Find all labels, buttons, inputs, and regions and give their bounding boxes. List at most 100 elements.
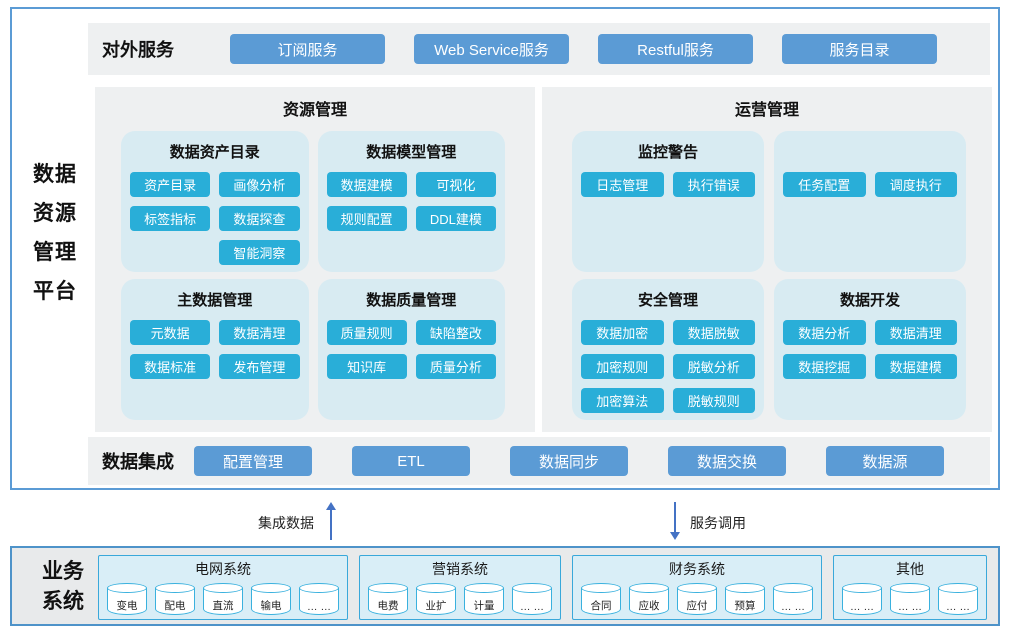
business-systems-list: 电网系统变电配电直流输电… …营销系统电费业扩计量… …财务系统合同应收应付预算… — [98, 555, 987, 620]
platform-title-line: 管理 — [33, 241, 77, 264]
database-cylinder-icon: … … — [842, 583, 882, 615]
database-cylinder-icon: 配电 — [155, 583, 195, 615]
database-label: 计量 — [473, 600, 495, 612]
data-integration-button-0[interactable]: 配置管理 — [194, 446, 312, 476]
resource-card-0-button-0[interactable]: 资产目录 — [130, 172, 211, 197]
operation-card-2-button-2[interactable]: 加密规则 — [581, 354, 664, 379]
resource-management-panel: 资源管理 数据资产目录资产目录画像分析标签指标数据探查智能洞察数据模型管理数据建… — [95, 87, 535, 432]
operation-card-1-button-1[interactable]: 调度执行 — [874, 172, 957, 197]
resource-card-0-button-1[interactable]: 画像分析 — [219, 172, 300, 197]
cylinder-top — [581, 583, 621, 593]
cylinder-top — [107, 583, 147, 593]
cylinder-top — [299, 583, 339, 593]
operation-card-buttons-0: 日志管理执行错误 — [581, 172, 755, 197]
external-services-label: 对外服务 — [102, 40, 174, 60]
operation-card-2-button-0[interactable]: 数据加密 — [581, 320, 664, 345]
operation-card-0: 监控警告日志管理执行错误 — [572, 131, 764, 272]
resource-card-title-1: 数据模型管理 — [366, 144, 457, 161]
resource-card-2-button-2[interactable]: 数据标准 — [130, 354, 211, 379]
system-databases-2: 合同应收应付预算… … — [581, 583, 813, 615]
data-integration-button-4[interactable]: 数据源 — [826, 446, 944, 476]
database-cylinder-icon: 合同 — [581, 583, 621, 615]
resource-card-buttons-1: 数据建模可视化规则配置 DDL建模 — [326, 172, 496, 231]
data-integration-button-3[interactable]: 数据交换 — [668, 446, 786, 476]
external-service-button-1[interactable]: Web Service服务 — [414, 34, 569, 64]
database-label: … … — [850, 601, 874, 613]
resource-card-2: 主数据管理元数据数据清理数据标准发布管理 — [121, 279, 309, 420]
database-label: 预算 — [734, 600, 756, 612]
cylinder-top — [251, 583, 291, 593]
resource-card-3-button-0[interactable]: 质量规则 — [326, 320, 407, 345]
resource-card-1-button-3[interactable]: DDL建模 — [415, 206, 496, 231]
operation-card-buttons-1: 任务配置调度执行 — [783, 172, 957, 197]
data-integration-button-2[interactable]: 数据同步 — [510, 446, 628, 476]
resource-card-1-button-2[interactable]: 规则配置 — [326, 206, 407, 231]
database-cylinder-icon: … … — [773, 583, 813, 615]
resource-card-2-button-0[interactable]: 元数据 — [130, 320, 211, 345]
resource-card-3-button-3[interactable]: 质量分析 — [415, 354, 496, 379]
database-label: … … — [781, 601, 805, 613]
operation-card-3: 数据开发数据分析数据清理数据挖掘数据建模 — [774, 279, 966, 420]
down-arrow-shaft — [674, 502, 676, 533]
cylinder-top — [203, 583, 243, 593]
operation-card-0-button-1[interactable]: 执行错误 — [672, 172, 755, 197]
business-systems-label-line: 业务 — [42, 560, 84, 583]
cylinder-top — [155, 583, 195, 593]
database-cylinder-icon: 电费 — [368, 583, 408, 615]
resource-card-0-button-5[interactable]: 智能洞察 — [219, 240, 300, 265]
operation-card-0-button-0[interactable]: 日志管理 — [581, 172, 664, 197]
operation-management-panel: 运营管理 监控警告日志管理执行错误任务配置调度执行安全管理数据加密数据脱敏加密规… — [542, 87, 992, 432]
platform-title-line: 数据 — [33, 163, 77, 186]
database-label: … … — [307, 601, 331, 613]
database-label: 应付 — [686, 600, 708, 612]
data-integration-button-1[interactable]: ETL — [352, 446, 470, 476]
cylinder-top — [725, 583, 765, 593]
resource-card-1-button-1[interactable]: 可视化 — [415, 172, 496, 197]
operation-card-3-button-1[interactable]: 数据清理 — [874, 320, 957, 345]
resource-card-buttons-3: 质量规则缺陷整改知识库质量分析 — [326, 320, 496, 379]
operation-card-title-2: 安全管理 — [637, 292, 698, 309]
external-service-button-0[interactable]: 订阅服务 — [230, 34, 385, 64]
database-label: … … — [898, 601, 922, 613]
system-databases-3: … … … … … … — [842, 583, 978, 615]
resource-card-0-button-2[interactable]: 标签指标 — [130, 206, 211, 231]
resource-card-buttons-2: 元数据数据清理数据标准发布管理 — [130, 320, 300, 379]
database-cylinder-icon: … … — [938, 583, 978, 615]
operation-card-1: 任务配置调度执行 — [774, 131, 966, 272]
cylinder-top — [842, 583, 882, 593]
external-service-button-2[interactable]: Restful服务 — [598, 34, 753, 64]
system-title-3: 其他 — [896, 561, 924, 577]
resource-card-1: 数据模型管理数据建模可视化规则配置 DDL建模 — [317, 131, 505, 272]
operation-card-1-button-0[interactable]: 任务配置 — [783, 172, 866, 197]
database-cylinder-icon: … … — [512, 583, 552, 615]
operation-card-2-button-3[interactable]: 脱敏分析 — [672, 354, 755, 379]
operation-management-title: 运营管理 — [734, 102, 799, 119]
operation-card-2-button-4[interactable]: 加密算法 — [581, 388, 664, 413]
cylinder-top — [416, 583, 456, 593]
cylinder-top — [629, 583, 669, 593]
database-label: … … — [520, 601, 544, 613]
operation-card-3-button-3[interactable]: 数据建模 — [874, 354, 957, 379]
resource-card-3-button-1[interactable]: 缺陷整改 — [415, 320, 496, 345]
cylinder-body — [629, 588, 669, 615]
database-cylinder-icon: … … — [890, 583, 930, 615]
resource-card-2-button-1[interactable]: 数据清理 — [219, 320, 300, 345]
operation-card-2-button-5[interactable]: 脱敏规则 — [672, 388, 755, 413]
operation-card-buttons-2: 数据加密数据脱敏加密规则脱敏分析加密算法脱敏规则 — [581, 320, 755, 413]
database-cylinder-icon: 计量 — [464, 583, 504, 615]
operation-card-2-button-1[interactable]: 数据脱敏 — [672, 320, 755, 345]
system-title-1: 营销系统 — [432, 561, 488, 577]
resource-card-2-button-3[interactable]: 发布管理 — [219, 354, 300, 379]
resource-card-0: 数据资产目录资产目录画像分析标签指标数据探查智能洞察 — [121, 131, 309, 272]
database-label: … … — [946, 601, 970, 613]
resource-card-0-button-3[interactable]: 数据探查 — [219, 206, 300, 231]
operation-card-3-button-2[interactable]: 数据挖掘 — [783, 354, 866, 379]
resource-card-1-button-0[interactable]: 数据建模 — [326, 172, 407, 197]
database-label: 电费 — [377, 600, 399, 612]
operation-card-title-3: 数据开发 — [839, 292, 900, 309]
platform-title-line: 资源 — [33, 202, 77, 225]
external-service-button-3[interactable]: 服务目录 — [782, 34, 937, 64]
database-label: 输电 — [260, 600, 282, 612]
resource-card-3-button-2[interactable]: 知识库 — [326, 354, 407, 379]
operation-card-3-button-0[interactable]: 数据分析 — [783, 320, 866, 345]
